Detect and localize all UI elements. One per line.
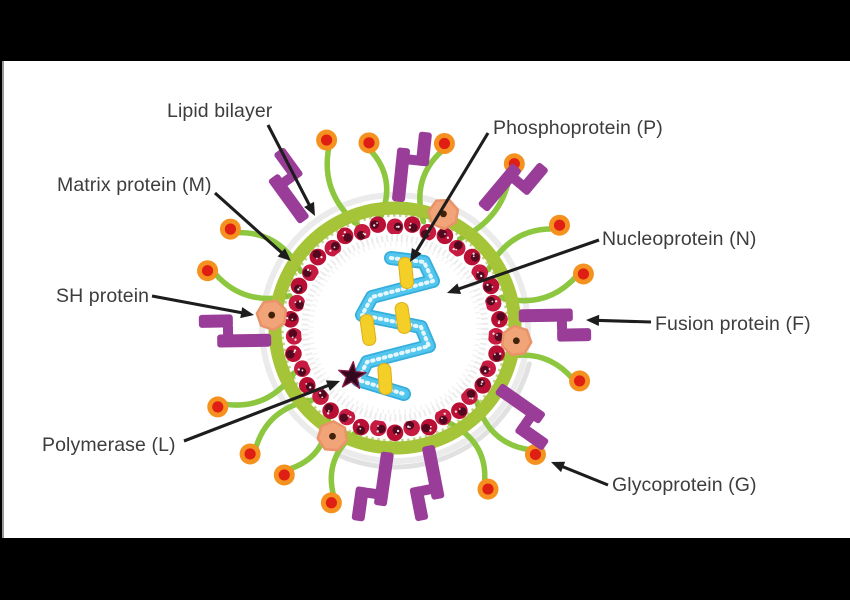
fusion-protein	[478, 162, 548, 212]
arrow-sh-protein	[151, 294, 254, 319]
matrix-bead	[403, 419, 420, 437]
matrix-bead	[386, 424, 404, 442]
glycoprotein-head	[197, 260, 219, 282]
matrix-bead	[312, 388, 329, 405]
arrow-polymerase	[183, 380, 340, 443]
matrix-bead	[338, 408, 356, 426]
sh-protein	[255, 299, 288, 332]
matrix-bead	[294, 360, 311, 377]
label-fusion-protein: Fusion protein (F)	[655, 313, 811, 335]
nucleocapsid-ribbon	[351, 251, 440, 401]
glycoprotein-head	[569, 370, 591, 392]
glycoprotein-head	[219, 218, 241, 240]
fusion-protein	[351, 451, 394, 522]
fusion-proteins	[198, 131, 592, 522]
glycoprotein-head	[433, 133, 455, 155]
matrix-bead	[479, 360, 496, 377]
matrix-bead	[324, 239, 342, 257]
glycoprotein-head	[572, 263, 594, 285]
phosphoprotein-rod	[377, 362, 393, 396]
arrow-nucleoprotein	[447, 238, 600, 294]
glycoprotein-head	[273, 464, 295, 486]
matrix-bead	[482, 277, 500, 295]
label-glycoprotein: Glycoprotein (G)	[612, 474, 757, 496]
sh-protein	[316, 420, 349, 452]
arrow-phosphoprotein	[410, 132, 490, 262]
glycoprotein-head	[358, 132, 380, 154]
phosphoprotein-rod	[398, 256, 414, 290]
matrix-bead	[484, 294, 502, 312]
matrix-bead	[488, 345, 505, 363]
matrix-bead	[285, 328, 303, 345]
matrix-bead	[487, 328, 505, 345]
matrix-bead	[370, 419, 387, 437]
label-phosphoprotein: Phosphoprotein (P)	[493, 117, 663, 139]
matrix-bead	[369, 216, 387, 233]
fusion-protein	[198, 314, 272, 348]
matrix-bead	[353, 223, 371, 241]
matrix-bead	[285, 345, 302, 363]
arrow-fusion-protein	[586, 314, 652, 326]
fusion-protein	[409, 445, 445, 522]
matrix-bead	[471, 264, 489, 281]
matrix-bead	[434, 408, 452, 426]
matrix-bead	[386, 218, 404, 236]
arrow-matrix-protein	[213, 191, 291, 261]
glycoprotein-head	[477, 478, 499, 500]
fusion-protein	[392, 131, 432, 203]
matrix-bead	[403, 216, 421, 233]
polymerase-star	[338, 360, 367, 390]
label-nucleoprotein: Nucleoprotein (N)	[602, 228, 757, 250]
label-lipid-bilayer: Lipid bilayer	[167, 100, 273, 122]
matrix-bead	[420, 418, 438, 436]
matrix-bead	[290, 277, 308, 295]
fusion-protein	[268, 147, 309, 224]
glycoprotein-head	[239, 443, 261, 465]
matrix-bead	[491, 311, 508, 328]
matrix-bead	[336, 227, 354, 245]
matrix-bead	[309, 248, 327, 266]
phosphoprotein-rod	[359, 314, 377, 346]
matrix-bead	[474, 377, 492, 394]
glycoprotein-head	[316, 129, 338, 151]
sh-protein	[500, 324, 533, 357]
glycoprotein-head	[549, 214, 571, 236]
matrix-bead	[298, 377, 316, 394]
matrix-bead	[451, 402, 468, 420]
annotation-arrows	[151, 124, 652, 487]
glycoprotein-head	[207, 396, 229, 418]
phosphoprotein-rod	[394, 302, 412, 334]
fusion-protein	[495, 383, 549, 450]
arrow-glycoprotein	[551, 461, 609, 487]
fusion-protein	[518, 308, 592, 342]
matrix-bead	[463, 248, 481, 266]
matrix-bead	[301, 264, 319, 281]
label-matrix-protein: Matrix protein (M)	[57, 174, 212, 196]
sh-proteins	[255, 198, 533, 452]
matrix-bead	[288, 294, 306, 312]
glycoprotein-head	[320, 492, 342, 514]
arrow-lipid-bilayer	[266, 124, 315, 216]
matrix-bead	[436, 227, 454, 245]
label-polymerase: Polymerase (L)	[42, 434, 176, 456]
matrix-bead	[448, 239, 466, 257]
label-sh-protein: SH protein	[56, 285, 150, 307]
matrix-bead	[461, 388, 478, 405]
matrix-bead	[322, 402, 339, 420]
phosphoprotein-rods	[359, 256, 414, 396]
matrix-bead	[352, 418, 370, 436]
